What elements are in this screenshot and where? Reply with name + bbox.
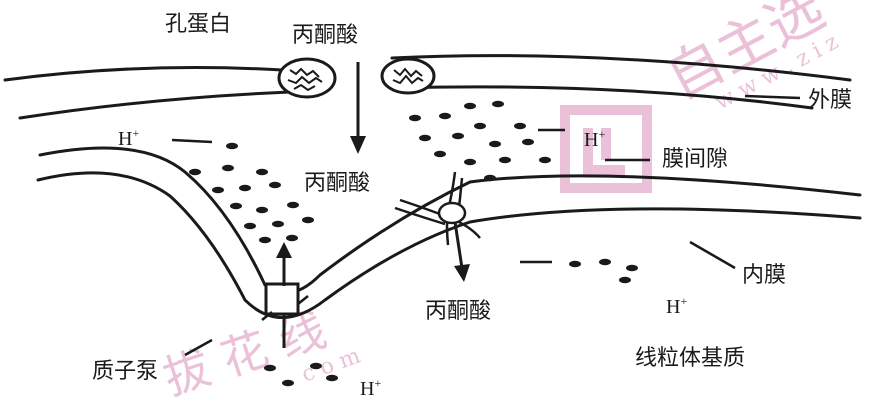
label-h-upper-left: H+ [118, 126, 139, 150]
label-matrix: 线粒体基质 [635, 346, 745, 371]
label-inner-membrane: 内膜 [742, 263, 786, 288]
inner-membrane-inner-line [38, 173, 860, 318]
pyruvate-to-matrix-arrow [454, 222, 470, 282]
label-pyruvate-bottom: 丙酮酸 [425, 299, 491, 324]
watermark-bottom-center: 拔 花 线 [157, 302, 333, 405]
h-upper-left-leader [172, 140, 212, 142]
outer-membrane-bottom-left [20, 92, 290, 118]
label-h-bottom: H+ [360, 376, 381, 400]
label-h-lower-right: H+ [666, 294, 687, 318]
label-porin: 孔蛋白 [165, 12, 231, 37]
label-pyruvate-top: 丙酮酸 [292, 23, 358, 48]
label-intermembrane-space: 膜间隙 [662, 147, 728, 172]
label-pyruvate-mid: 丙酮酸 [304, 171, 370, 196]
inner-membrane [38, 148, 860, 318]
porin-channel-right [382, 59, 434, 93]
inner-membrane-leader [690, 242, 735, 268]
pyruvate-entry-arrow [350, 62, 366, 154]
label-proton-pump: 质子泵 [92, 359, 158, 384]
label-outer-membrane: 外膜 [808, 88, 852, 113]
porin-channel-left [279, 59, 335, 97]
watermark-layer: 自主选 w w w . z i z 拔 花 线 c o m [157, 0, 843, 405]
outer-membrane-top-left [5, 68, 282, 80]
